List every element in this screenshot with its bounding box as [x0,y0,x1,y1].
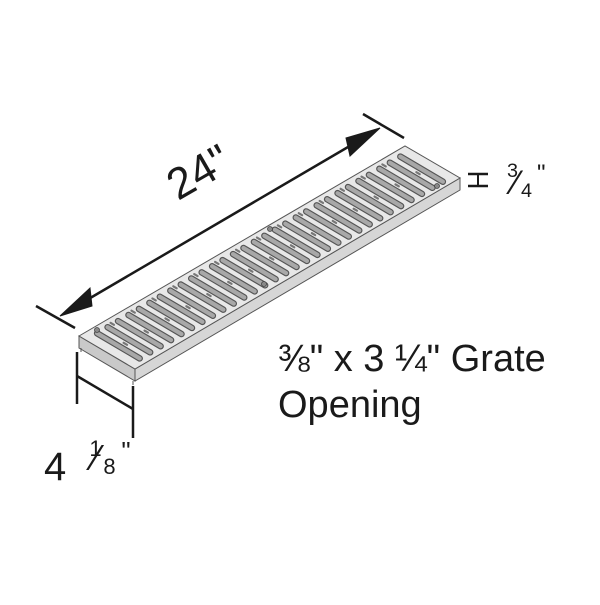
grate-slot-fill [325,197,372,227]
grate-slot-fill [115,319,163,349]
grate-rib [381,163,387,168]
bolt-hole-icon [94,327,100,333]
width-dimension [75,352,135,438]
bolt-hole-icon [434,183,440,189]
length-dimension [35,112,405,330]
grate-slot-fill [157,294,205,324]
grate-rib [247,268,254,273]
grate-slot-fill [335,191,383,221]
grate-rib [297,212,304,217]
grate-slot-fill [398,154,445,184]
grate-slot-fill [283,221,330,251]
grate-slot-fill [304,209,351,239]
width-denominator: 8 [103,454,116,479]
grate-slot-fill [314,203,362,233]
grate-rib [214,260,220,265]
grate-rib [276,224,283,229]
width-inch-mark: " [121,436,131,466]
grate-rib [268,256,275,261]
grate-rib [227,280,233,285]
grate-rib [193,273,199,278]
grate-slot-fill [293,215,341,245]
grate-slot-fill [262,233,310,264]
grate-slot-fill [178,282,226,312]
grate-slot-fill [356,178,404,209]
length-extension-line-right [362,112,405,140]
grate-rib [289,244,296,249]
grate-rib [151,297,157,302]
grate-rib [234,248,241,253]
opening-note: ⅜" x 3 ¼" Grate Opening [278,340,546,424]
grate-slot-fill [95,331,142,361]
grate-slot-fill [387,160,435,190]
width-fraction: 1 ⁄ 8 " [89,436,131,479]
length-extension-line-left [35,304,76,330]
grate-slot-fill [220,258,268,288]
grate-rib [310,232,317,237]
grate-rib [352,207,359,212]
opening-note-line1: ⅜" x 3 ¼" Grate [278,338,546,380]
grate-slot-fill [105,325,153,355]
height-numerator: 3 [507,160,519,182]
height-inch-mark: " [537,160,546,187]
grate-slot-fill [147,300,195,331]
grate-rib [172,285,178,290]
grate-rib [331,219,338,225]
grate-slot-fill [366,172,414,203]
grate-rib [206,292,212,298]
grate-slot-fill [241,245,289,276]
arrow-left-icon [59,286,93,317]
grate-rib [130,309,136,314]
grate-rib [122,341,129,346]
grate-slots [93,153,447,362]
grate-slot-fill [136,306,184,337]
length-dimension-line [79,138,361,306]
grate-slot-fill [230,251,278,282]
grate-rib [164,317,170,322]
bolt-hole-icon [267,226,273,232]
height-denominator: 4 [521,180,533,202]
grate-body [78,145,461,385]
grate-rib [373,195,380,200]
grate-slot-fill [272,227,320,257]
grate-rib [339,187,346,192]
width-numerator: 1 [89,436,102,461]
opening-note-line2: Opening [278,384,422,426]
width-label: 4 1 ⁄ 8 " [44,436,137,489]
grate-slot-fill [199,270,247,300]
grate-rib [415,171,421,176]
height-label: 3 ⁄ 4 " [505,160,549,210]
grate-rib [143,329,150,334]
grate-slot-fill [126,312,174,343]
grate-rib [318,199,325,205]
bolt-hole-icon [261,281,267,287]
grate-slot-fill [377,166,425,196]
grate-slot-fill [189,276,236,306]
arrow-right-icon [345,127,381,157]
grate-slot-fill [251,239,299,270]
grate-slot-fill [210,264,257,294]
grate-rib [394,183,400,188]
grate-rib [360,175,366,180]
grate-rib [185,305,191,310]
grate-rib [255,236,262,241]
height-fraction: 3 ⁄ 4 " [507,160,546,202]
grate-slot-fill [168,288,215,318]
grate-slot-fill [345,184,393,215]
grate-rib [109,321,116,326]
height-dimension [468,172,488,188]
width-whole: 4 [44,445,67,489]
